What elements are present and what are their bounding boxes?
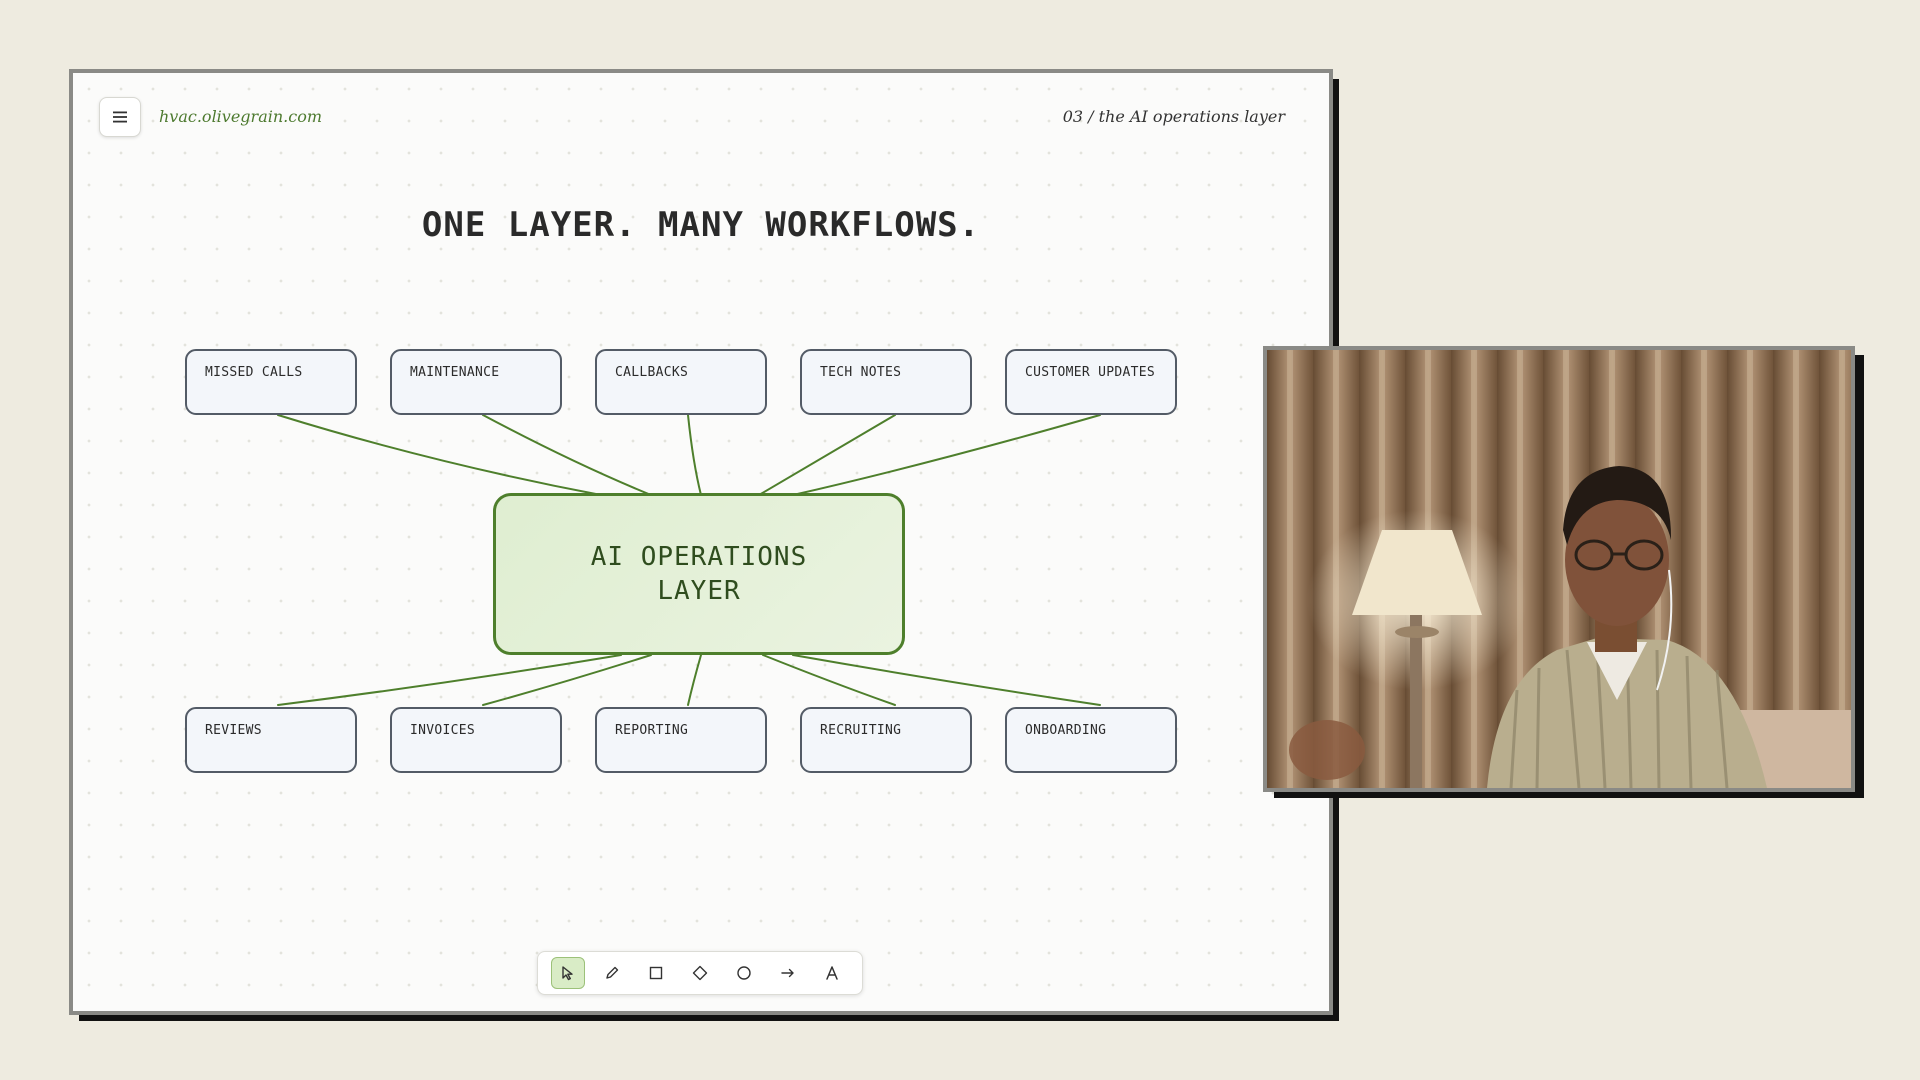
slide-title: ONE LAYER. MANY WORKFLOWS. [421, 205, 981, 245]
slide-label: 03 / the AI operations layer [1062, 107, 1285, 126]
hamburger-menu-icon [113, 111, 127, 123]
workflow-box-onboarding[interactable]: ONBOARDING [1005, 707, 1177, 773]
workflow-box-reporting[interactable]: REPORTING [595, 707, 767, 773]
tool-diamond[interactable] [683, 957, 717, 989]
workflow-box-invoices[interactable]: INVOICES [390, 707, 562, 773]
workflow-box-reviews[interactable]: REVIEWS [185, 707, 357, 773]
cursor-arrow-icon [562, 966, 573, 981]
connector-tech-notes [758, 414, 896, 496]
connector-reporting [687, 654, 702, 706]
tool-ellipse[interactable] [727, 957, 761, 989]
tool-rectangle[interactable] [639, 957, 673, 989]
connector-reviews [277, 654, 622, 706]
hub-ai-operations-layer[interactable]: AI OPERATIONS LAYER [493, 493, 905, 655]
arrow-right-icon [781, 968, 794, 978]
workflow-box-customer-updates[interactable]: CUSTOMER UPDATES [1005, 349, 1177, 415]
workflow-box-missed-calls[interactable]: MISSED CALLS [185, 349, 357, 415]
workflow-box-maintenance[interactable]: MAINTENANCE [390, 349, 562, 415]
drawing-toolbar [537, 951, 863, 995]
tool-select[interactable] [551, 957, 585, 989]
presenter-video-icon [1267, 350, 1851, 788]
connector-missed-calls [277, 414, 602, 496]
workflow-box-callbacks[interactable]: CALLBACKS [595, 349, 767, 415]
connector-maintenance [482, 414, 652, 496]
pencil-icon [606, 966, 619, 979]
connector-customer-updates [792, 414, 1101, 496]
connector-recruiting [762, 654, 896, 706]
diamond-icon [692, 965, 708, 981]
workflow-box-tech-notes[interactable]: TECH NOTES [800, 349, 972, 415]
workflow-box-recruiting[interactable]: RECRUITING [800, 707, 972, 773]
connector-onboarding [792, 654, 1101, 706]
whiteboard-canvas[interactable]: hvac.olivegrain.com 03 / the AI operatio… [69, 69, 1333, 1015]
connector-invoices [482, 654, 652, 706]
text-a-icon [826, 966, 838, 980]
webcam-feed [1263, 346, 1855, 792]
tool-arrow[interactable] [771, 957, 805, 989]
circle-icon [737, 966, 751, 980]
connector-lines [277, 414, 1101, 706]
square-icon [649, 966, 663, 980]
menu-button[interactable] [99, 97, 141, 137]
connector-callbacks [687, 414, 702, 496]
site-url[interactable]: hvac.olivegrain.com [159, 107, 323, 126]
tool-pencil[interactable] [595, 957, 629, 989]
tool-text[interactable] [815, 957, 849, 989]
